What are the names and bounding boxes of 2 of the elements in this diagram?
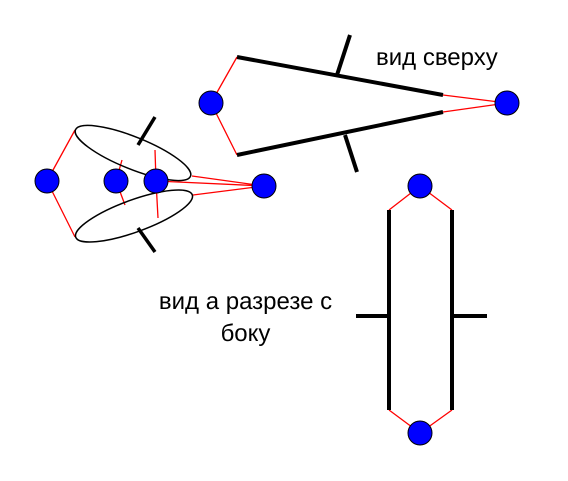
view-caption: вид а разрезе с боку: [158, 287, 334, 349]
view-caption: вид сверху: [376, 43, 499, 73]
